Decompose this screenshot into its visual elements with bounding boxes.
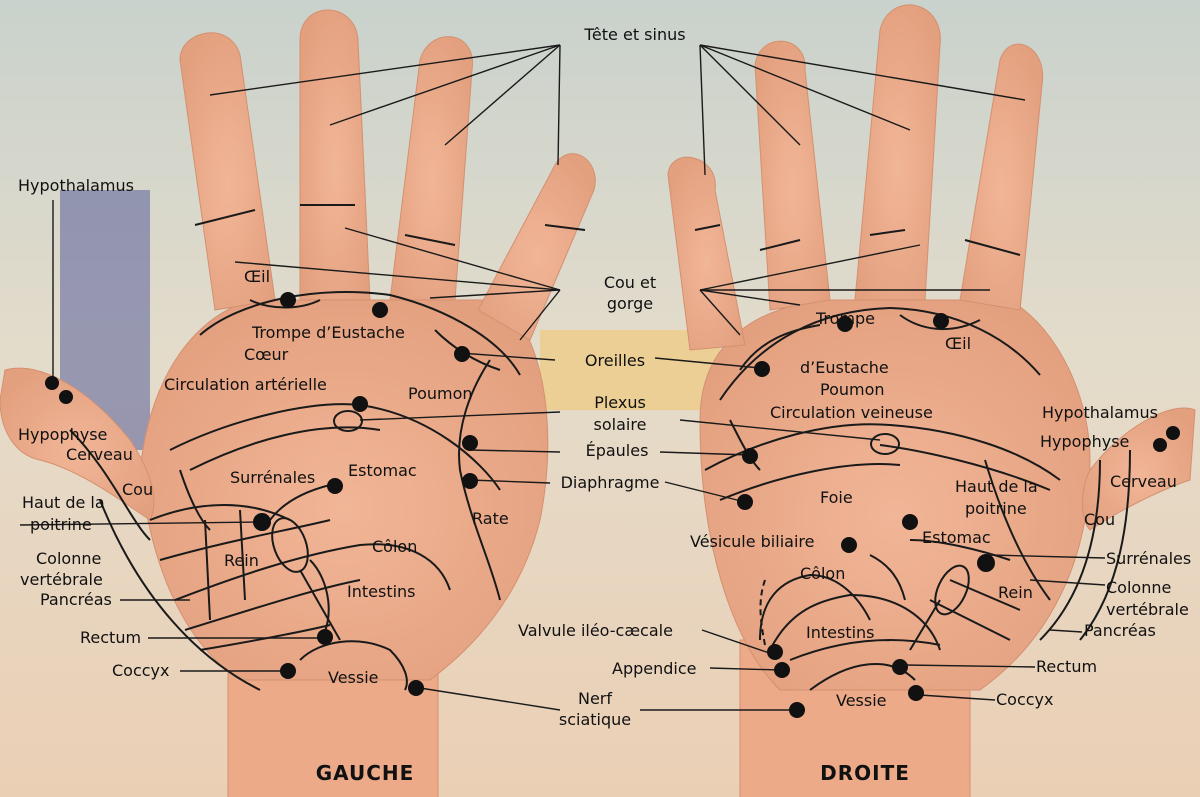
right-label-colon: Côlon — [800, 564, 846, 583]
left-label-cou: Cou — [122, 480, 154, 499]
left-label-colonne-2: vertébrale — [20, 570, 103, 589]
right-label-oeil: Œil — [945, 334, 972, 353]
right-label-trompe-2: d’Eustache — [800, 358, 889, 377]
right-label-colonne-1: Colonne — [1106, 578, 1172, 597]
label-solar-plexus-1: Plexus — [594, 393, 646, 412]
right-label-hypophyse: Hypophyse — [1040, 432, 1130, 451]
right-label-cerveau: Cerveau — [1110, 472, 1177, 491]
left-label-rectum: Rectum — [80, 628, 142, 647]
right-label-circulation: Circulation veineuse — [770, 403, 933, 422]
right-label-pancreas: Pancréas — [1084, 621, 1156, 640]
left-label-vessie: Vessie — [328, 668, 379, 687]
right-label-poumon: Poumon — [820, 380, 885, 399]
right-label-hypothalamus: Hypothalamus — [1042, 403, 1158, 422]
right-label-haut-poitrine-2: poitrine — [965, 499, 1027, 518]
left-label-haut-poitrine-1: Haut de la — [22, 493, 105, 512]
label-sciatic-1: Nerf — [577, 689, 613, 708]
right-hand — [667, 4, 1196, 797]
left-label-circulation: Circulation artérielle — [164, 375, 327, 394]
left-label-trompe: Trompe d’Eustache — [252, 323, 405, 342]
left-label-haut-poitrine-2: poitrine — [30, 515, 92, 534]
left-label-rein: Rein — [224, 551, 259, 570]
right-label-rein: Rein — [998, 583, 1033, 602]
right-label-trompe-1: Trompe — [816, 309, 876, 328]
left-label-coccyx: Coccyx — [112, 661, 170, 680]
right-label-intestins: Intestins — [806, 623, 875, 642]
left-label-estomac: Estomac — [348, 461, 417, 480]
right-label-vessie: Vessie — [836, 691, 887, 710]
left-label-intestins: Intestins — [347, 582, 416, 601]
label-ileocecal: Valvule iléo-cæcale — [518, 621, 673, 640]
label-neck-throat-2: gorge — [606, 294, 654, 313]
right-label-vesicule: Vésicule biliaire — [690, 532, 815, 551]
left-label-colonne-1: Colonne — [36, 549, 102, 568]
label-ears: Oreilles — [584, 351, 646, 370]
right-hand-title: DROITE — [820, 761, 910, 785]
label-diaphragm: Diaphragme — [560, 473, 660, 492]
right-hand-zone-lines — [694, 224, 1131, 691]
right-label-foie: Foie — [820, 488, 853, 507]
left-label-surrenales: Surrénales — [230, 468, 316, 487]
label-appendix: Appendice — [612, 659, 697, 678]
label-neck-throat-1: Cou et — [603, 273, 657, 292]
label-head-sinus: Tête et sinus — [584, 25, 686, 44]
left-label-hypophyse: Hypophyse — [18, 425, 108, 444]
left-label-colon: Côlon — [372, 537, 418, 556]
right-label-rectum: Rectum — [1036, 657, 1098, 676]
left-label-poumon: Poumon — [408, 384, 473, 403]
right-label-estomac: Estomac — [922, 528, 991, 547]
left-label-rate: Rate — [472, 509, 509, 528]
label-shoulders: Épaules — [585, 441, 649, 460]
reflex-points — [45, 292, 1180, 718]
label-sciatic-2: sciatique — [558, 710, 632, 729]
left-label-pancreas: Pancréas — [40, 590, 112, 609]
leader-lines — [19, 44, 1106, 711]
right-label-colonne-2: vertébrale — [1106, 600, 1189, 619]
right-label-cou: Cou — [1084, 510, 1116, 529]
left-hand-title: GAUCHE — [315, 761, 415, 785]
right-label-surrenales: Surrénales — [1106, 549, 1192, 568]
label-solar-plexus-2: solaire — [593, 415, 647, 434]
right-label-haut-poitrine-1: Haut de la — [955, 477, 1038, 496]
right-label-coccyx: Coccyx — [996, 690, 1054, 709]
left-label-hypothalamus: Hypothalamus — [18, 176, 134, 195]
left-label-cerveau: Cerveau — [66, 445, 133, 464]
left-label-coeur: Cœur — [244, 345, 289, 364]
left-label-oeil: Œil — [244, 267, 271, 286]
